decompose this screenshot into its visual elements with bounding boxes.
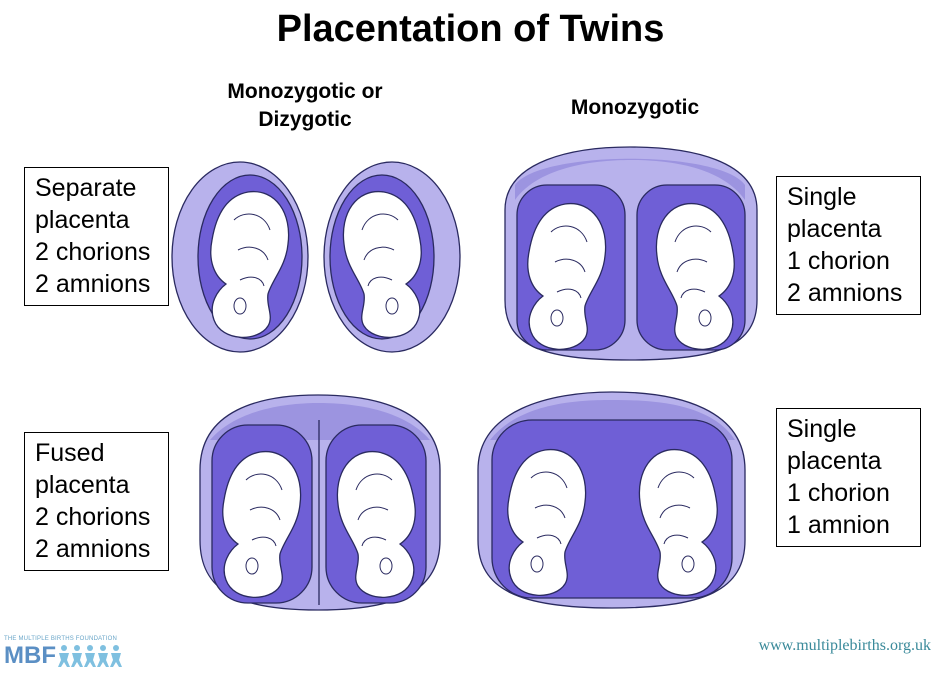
label-line: placenta [35,471,130,499]
heading-left-line-1: Monozygotic or [227,80,383,103]
label-line: 2 amnions [787,279,903,307]
separate-placenta-left-sac [171,161,309,353]
label-separate-placenta: Separate placenta 2 chorions 2 amnions [24,167,169,306]
label-line: 2 amnions [35,270,151,298]
people-figures-icon [57,645,122,667]
label-line: 1 chorion [787,247,890,275]
label-fused-placenta: Fused placenta 2 chorions 2 amnions [24,432,169,571]
label-line: Fused [35,439,105,467]
label-line: 2 amnions [35,535,151,563]
page-title: Placentation of Twins [276,8,665,50]
label-line: 2 chorions [35,238,151,266]
mbf-logo: THE MULTIPLE BIRTHS FOUNDATION MBF [4,636,122,670]
separate-placenta-right-sac [323,161,461,353]
label-line: placenta [35,206,130,234]
single-placenta-two-amnions [504,146,758,361]
website-url[interactable]: www.multiplebirths.org.uk [758,637,931,654]
single-placenta-one-amnion [477,391,746,609]
label-line: 2 chorions [35,503,151,531]
label-line: Single [787,415,857,443]
label-line: placenta [787,215,882,243]
label-line: placenta [787,447,882,475]
label-line: 1 chorion [787,479,890,507]
label-single-placenta-one-amnion: Single placenta 1 chorion 1 amnion [776,408,921,547]
logo-mark: MBF [4,642,56,669]
logo-tagline: THE MULTIPLE BIRTHS FOUNDATION [4,636,118,642]
label-line: 1 amnion [787,511,890,539]
fused-placenta-two-chorions [199,394,441,611]
label-line: Single [787,183,857,211]
heading-monozygotic: Monozygotic [570,96,700,119]
heading-monozygotic-or-dizygotic: Monozygotic or Dizygotic [200,78,410,134]
heading-left-line-2: Dizygotic [258,108,352,131]
label-line: Separate [35,174,137,202]
label-single-placenta-two-amnions: Single placenta 1 chorion 2 amnions [776,176,921,315]
